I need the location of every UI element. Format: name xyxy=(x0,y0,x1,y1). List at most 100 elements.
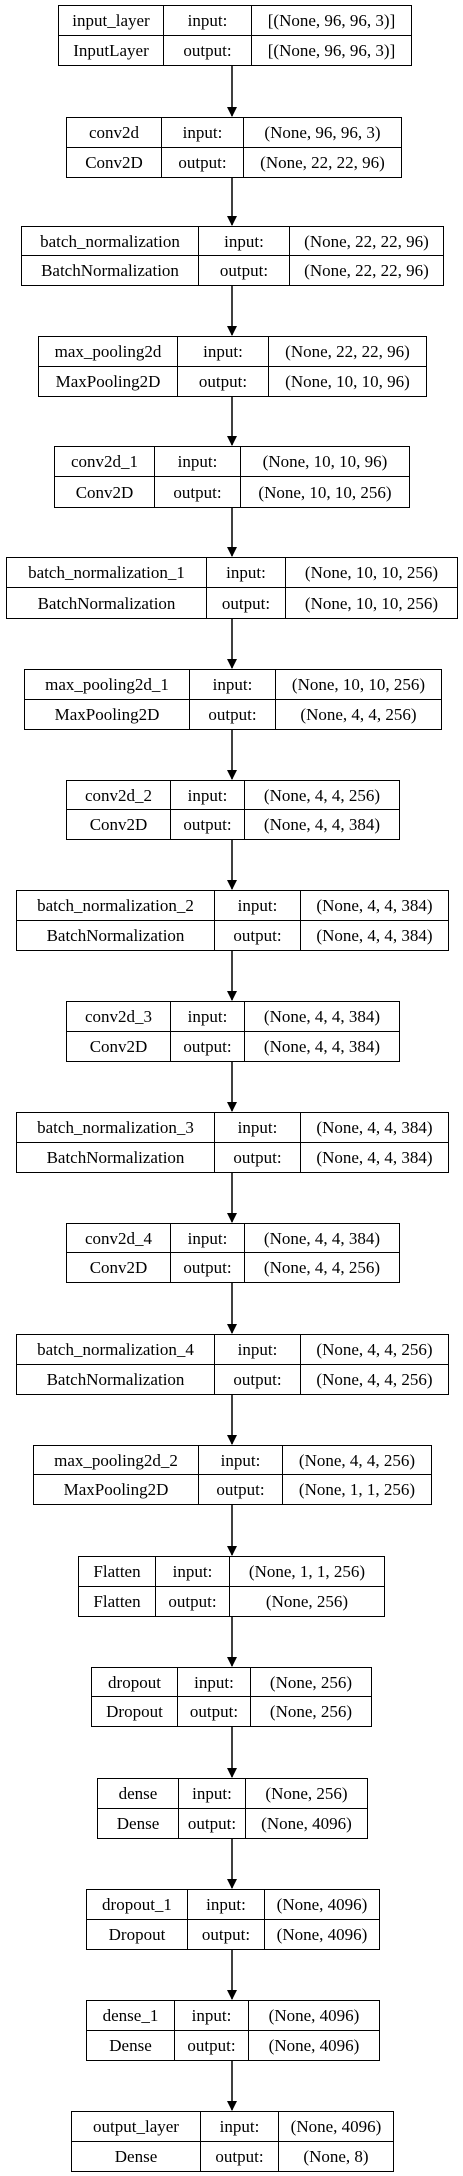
input-label: input: xyxy=(215,891,301,920)
output-shape: (None, 4, 4, 384) xyxy=(263,1036,381,1056)
input-label: input: xyxy=(179,1779,246,1808)
input-label: input: xyxy=(171,1002,245,1031)
layer-type: BatchNormalization xyxy=(17,1142,215,1172)
input-shape: (None, 4096) xyxy=(268,2005,360,2025)
layer-type: Conv2D xyxy=(67,1031,171,1061)
layer-name: conv2d_2 xyxy=(67,781,171,809)
layer-type: Conv2D xyxy=(55,477,155,507)
layer-type: MaxPooling2D xyxy=(34,1475,199,1504)
input-label: input: xyxy=(164,6,252,35)
output-shape: (None, 1, 1, 256) xyxy=(298,1480,416,1499)
output-shape: (None, 10, 10, 256) xyxy=(304,593,439,613)
input-shape: (None, 4, 4, 384) xyxy=(263,1228,381,1248)
layer-name: conv2d_1 xyxy=(55,447,155,476)
input-shape: (None, 256) xyxy=(265,1783,348,1803)
input-label: input: xyxy=(188,1890,265,1919)
input-shape: (None, 10, 10, 256) xyxy=(291,674,426,694)
input-shape: (None, 1, 1, 256) xyxy=(248,1561,366,1581)
input-label: input: xyxy=(190,670,276,699)
output-shape: (None, 4, 4, 256) xyxy=(263,1258,381,1277)
output-shape: (None, 4, 4, 256) xyxy=(300,704,417,724)
output-label: output: xyxy=(188,1919,265,1949)
layer-name: conv2d_3 xyxy=(67,1002,171,1031)
input-label: input: xyxy=(175,2001,249,2030)
layer-name: Flatten xyxy=(79,1557,156,1586)
layer-name: max_pooling2d_2 xyxy=(34,1446,199,1474)
output-label: output: xyxy=(215,920,301,950)
layer-name: batch_normalization_4 xyxy=(17,1335,215,1364)
layer-name: batch_normalization_2 xyxy=(17,891,215,920)
input-label: input: xyxy=(207,558,286,587)
input-label: input: xyxy=(171,1224,245,1252)
layer-type: Dense xyxy=(87,2030,175,2060)
input-shape: (None, 4, 4, 384) xyxy=(263,1006,381,1026)
output-label: output: xyxy=(178,366,269,396)
layer-name: dropout_1 xyxy=(87,1890,188,1919)
output-label: output: xyxy=(215,1142,301,1172)
output-label: output: xyxy=(156,1586,230,1616)
input-label: input: xyxy=(199,1446,283,1474)
input-label: input: xyxy=(178,1668,251,1696)
layer-type: Conv2D xyxy=(67,147,162,177)
layer-type: Dropout xyxy=(87,1919,188,1949)
layer-type: MaxPooling2D xyxy=(39,366,178,396)
output-shape: (None, 4, 4, 384) xyxy=(316,925,433,945)
output-shape: (None, 22, 22, 96) xyxy=(304,261,429,280)
output-label: output: xyxy=(199,1475,283,1504)
output-shape: (None, 4096) xyxy=(261,1813,352,1833)
input-label: input: xyxy=(156,1557,230,1586)
output-shape: (None, 22, 22, 96) xyxy=(260,152,385,172)
layer-type: Dense xyxy=(72,2141,201,2171)
layer-name: max_pooling2d_1 xyxy=(25,670,190,699)
layer-type: BatchNormalization xyxy=(7,588,207,618)
input-label: input: xyxy=(201,2112,279,2141)
output-label: output: xyxy=(190,699,276,729)
output-label: output: xyxy=(162,147,244,177)
input-shape: (None, 22, 22, 96) xyxy=(285,341,410,361)
layer-name: batch_normalization xyxy=(22,227,199,255)
output-label: output: xyxy=(207,588,286,618)
layer-name: output_layer xyxy=(72,2112,201,2141)
output-shape: (None, 8) xyxy=(303,2146,369,2166)
output-shape: (None, 10, 10, 256) xyxy=(258,482,392,502)
layer-type: BatchNormalization xyxy=(22,256,199,285)
layer-name: batch_normalization_1 xyxy=(7,558,207,587)
layer-type: Dense xyxy=(98,1808,179,1838)
output-shape: (None, 256) xyxy=(265,1591,349,1611)
